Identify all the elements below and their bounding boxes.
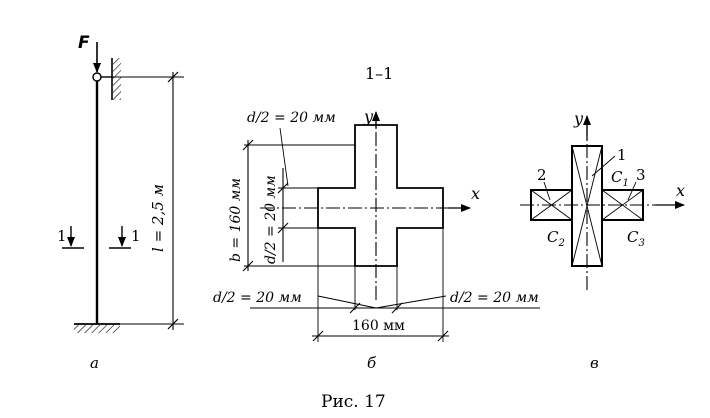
c1-label: C1 — [611, 168, 629, 189]
panel-label-b: б — [367, 354, 377, 372]
half-d-label-vertical: d/2 = 20 мм — [263, 175, 279, 264]
panel-label-c: в — [590, 354, 599, 372]
base-hatch — [74, 325, 120, 333]
width-label: 160 мм — [352, 318, 405, 334]
half-d-label-bottom-right: d/2 = 20 мм — [450, 290, 539, 306]
c2-label: C2 — [547, 228, 565, 249]
half-d-label-top: d/2 = 20 мм — [247, 110, 336, 126]
top-wall-hatch — [113, 58, 121, 100]
y-axis-label: y — [363, 107, 374, 126]
section-mark-left: 1 — [57, 227, 67, 245]
figure-caption: Рис. 17 — [321, 392, 386, 412]
part-2-label: 2 — [537, 166, 547, 184]
panel-label-a: а — [90, 354, 99, 372]
part-3-label: 3 — [636, 166, 646, 184]
part-1-label: 1 — [617, 146, 627, 164]
c3-label: C3 — [627, 228, 645, 249]
section-title: 1–1 — [365, 64, 393, 83]
cross-shape — [317, 124, 444, 267]
half-d-label-bottom-left: d/2 = 20 мм — [213, 290, 302, 306]
column-diagram: F l = 2,5 м 1 1 а — [57, 33, 184, 372]
height-label: b = 160 мм — [228, 178, 244, 262]
cross-section-diagram: 1–1 y x b = 160 мм d/2 = 20 мм d/2 = 20 … — [213, 64, 540, 372]
x-axis-label: x — [471, 184, 480, 203]
length-label: l = 2,5 м — [149, 184, 167, 252]
y-axis-label-c: y — [573, 109, 584, 128]
section-mark-right: 1 — [131, 227, 141, 245]
force-label: F — [78, 33, 90, 53]
top-hinge — [92, 72, 102, 82]
decomposition-diagram: y x 1 2 3 C1 C2 C3 в — [520, 109, 685, 372]
x-axis-label-c: x — [676, 181, 685, 200]
